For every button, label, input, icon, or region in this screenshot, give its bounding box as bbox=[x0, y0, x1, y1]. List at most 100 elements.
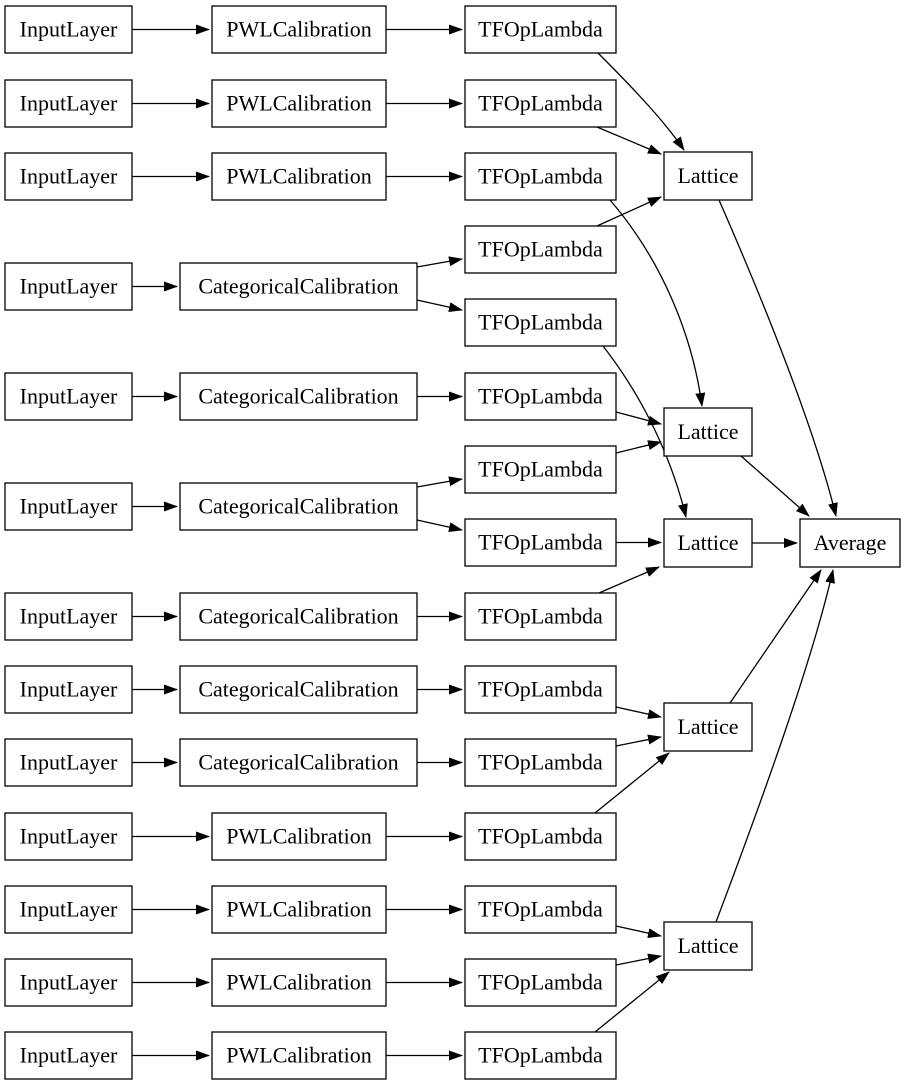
node-label-tfl_13: TFOpLambda bbox=[478, 897, 603, 922]
node-box-input_6 bbox=[4, 482, 133, 531]
edge-tfl_7-to-lattice_2 bbox=[615, 440, 662, 454]
node-label-tfl_9: TFOpLambda bbox=[478, 604, 603, 629]
node-ccal_4: CategoricalCalibration bbox=[179, 592, 418, 641]
node-lattice_3: Lattice bbox=[663, 518, 753, 568]
node-box-ccal_4 bbox=[179, 592, 418, 641]
node-label-input_8: InputLayer bbox=[20, 677, 118, 702]
node-label-ccal_6: CategoricalCalibration bbox=[198, 750, 398, 775]
edge-lattice_1-to-average bbox=[718, 199, 838, 517]
node-label-input_12: InputLayer bbox=[20, 970, 118, 995]
edge-lattice_4-to-average bbox=[729, 569, 822, 704]
node-box-input_12 bbox=[4, 958, 133, 1007]
node-ccal_6: CategoricalCalibration bbox=[179, 738, 418, 787]
edge-tfl_15-to-lattice_5 bbox=[594, 971, 670, 1033]
node-label-pwl_6: PWLCalibration bbox=[226, 970, 371, 995]
node-tfl_11: TFOpLambda bbox=[464, 738, 617, 787]
node-label-input_2: InputLayer bbox=[20, 91, 118, 116]
node-label-pwl_3: PWLCalibration bbox=[226, 164, 371, 189]
node-box-tfl_9 bbox=[464, 592, 617, 641]
node-label-tfl_3: TFOpLambda bbox=[478, 164, 603, 189]
node-label-tfl_6: TFOpLambda bbox=[478, 384, 603, 409]
node-label-lattice_3: Lattice bbox=[677, 530, 738, 555]
node-tfl_14: TFOpLambda bbox=[464, 958, 617, 1007]
edge-tfl_14-to-lattice_5 bbox=[615, 953, 662, 966]
node-tfl_8: TFOpLambda bbox=[464, 518, 617, 567]
node-pwl_5: PWLCalibration bbox=[211, 885, 387, 934]
node-label-input_9: InputLayer bbox=[20, 750, 118, 775]
node-box-input_1 bbox=[4, 5, 133, 54]
node-input_5: InputLayer bbox=[4, 372, 133, 421]
node-input_11: InputLayer bbox=[4, 885, 133, 934]
node-box-tfl_11 bbox=[464, 738, 617, 787]
node-label-ccal_3: CategoricalCalibration bbox=[198, 494, 398, 519]
edge-ccal_3-to-tfl_7 bbox=[416, 476, 463, 488]
node-box-pwl_3 bbox=[211, 152, 387, 201]
node-label-tfl_10: TFOpLambda bbox=[478, 677, 603, 702]
node-box-tfl_3 bbox=[464, 152, 617, 201]
node-tfl_15: TFOpLambda bbox=[464, 1031, 617, 1080]
node-label-input_11: InputLayer bbox=[20, 897, 118, 922]
node-label-tfl_8: TFOpLambda bbox=[478, 530, 603, 555]
node-box-ccal_2 bbox=[179, 372, 418, 421]
node-pwl_3: PWLCalibration bbox=[211, 152, 387, 201]
node-tfl_10: TFOpLambda bbox=[464, 665, 617, 714]
edge-tfl_2-to-lattice_1 bbox=[596, 126, 662, 155]
edge-tfl_9-to-lattice_3 bbox=[598, 566, 660, 594]
edge-tfl_6-to-lattice_2 bbox=[615, 411, 662, 426]
node-pwl_2: PWLCalibration bbox=[211, 79, 387, 128]
node-label-tfl_7: TFOpLambda bbox=[478, 457, 603, 482]
edge-tfl_11-to-lattice_4 bbox=[615, 734, 662, 747]
node-box-input_13 bbox=[4, 1031, 133, 1080]
node-box-lattice_1 bbox=[663, 151, 753, 201]
node-pwl_1: PWLCalibration bbox=[211, 5, 387, 54]
node-tfl_1: TFOpLambda bbox=[464, 5, 617, 54]
node-tfl_2: TFOpLambda bbox=[464, 79, 617, 128]
node-label-lattice_5: Lattice bbox=[677, 933, 738, 958]
node-box-lattice_5 bbox=[663, 921, 753, 971]
node-box-input_2 bbox=[4, 79, 133, 128]
node-box-pwl_2 bbox=[211, 79, 387, 128]
edge-ccal_1-to-tfl_5 bbox=[416, 299, 463, 313]
edge-ccal_1-to-tfl_4 bbox=[416, 256, 463, 268]
node-box-input_8 bbox=[4, 665, 133, 714]
node-tfl_5: TFOpLambda bbox=[464, 298, 617, 347]
edge-tfl_1-to-lattice_1 bbox=[597, 52, 685, 151]
node-input_4: InputLayer bbox=[4, 262, 133, 311]
node-label-average: Average bbox=[814, 530, 887, 555]
node-tfl_4: TFOpLambda bbox=[464, 225, 617, 274]
edge-tfl_4-to-lattice_1 bbox=[596, 196, 662, 227]
node-label-ccal_2: CategoricalCalibration bbox=[198, 384, 398, 409]
node-pwl_4: PWLCalibration bbox=[211, 812, 387, 861]
node-box-ccal_6 bbox=[179, 738, 418, 787]
node-box-input_10 bbox=[4, 812, 133, 861]
node-box-input_3 bbox=[4, 152, 133, 201]
node-tfl_13: TFOpLambda bbox=[464, 885, 617, 934]
node-label-pwl_7: PWLCalibration bbox=[226, 1043, 371, 1068]
node-box-tfl_2 bbox=[464, 79, 617, 128]
node-box-tfl_8 bbox=[464, 518, 617, 567]
node-box-ccal_1 bbox=[179, 262, 418, 311]
node-label-tfl_5: TFOpLambda bbox=[478, 310, 603, 335]
node-label-ccal_4: CategoricalCalibration bbox=[198, 604, 398, 629]
node-input_10: InputLayer bbox=[4, 812, 133, 861]
node-box-tfl_4 bbox=[464, 225, 617, 274]
node-pwl_7: PWLCalibration bbox=[211, 1031, 387, 1080]
node-average: Average bbox=[799, 518, 901, 568]
edge-tfl_13-to-lattice_5 bbox=[615, 925, 662, 939]
node-input_8: InputLayer bbox=[4, 665, 133, 714]
node-box-tfl_13 bbox=[464, 885, 617, 934]
node-box-input_7 bbox=[4, 592, 133, 641]
node-tfl_12: TFOpLambda bbox=[464, 812, 617, 861]
node-label-input_7: InputLayer bbox=[20, 604, 118, 629]
node-tfl_9: TFOpLambda bbox=[464, 592, 617, 641]
node-label-lattice_4: Lattice bbox=[677, 714, 738, 739]
edge-tfl_5-to-lattice_3 bbox=[602, 345, 688, 518]
node-lattice_1: Lattice bbox=[663, 151, 753, 201]
node-tfl_7: TFOpLambda bbox=[464, 445, 617, 494]
node-box-tfl_12 bbox=[464, 812, 617, 861]
node-label-input_4: InputLayer bbox=[20, 274, 118, 299]
node-box-pwl_5 bbox=[211, 885, 387, 934]
